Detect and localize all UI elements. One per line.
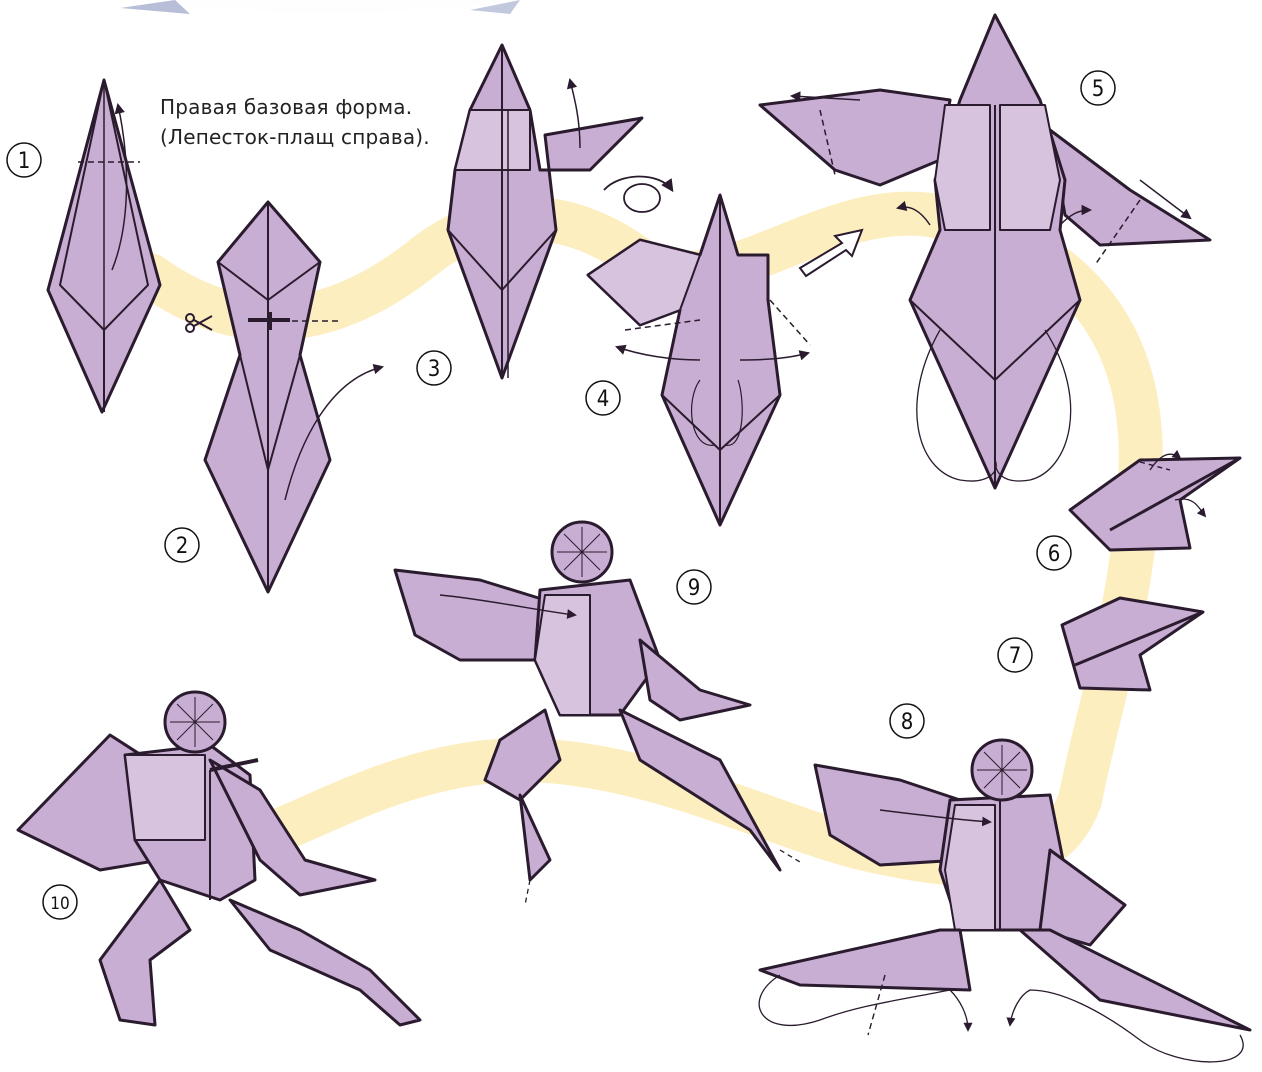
- base-form-caption: Правая базовая форма. (Лепесток-плащ спр…: [160, 92, 430, 152]
- rotate-arrow-icon: [604, 177, 672, 213]
- step-number-7: 7: [998, 638, 1032, 672]
- step-number-10: 10: [43, 885, 77, 919]
- step-3-figure: [448, 45, 642, 378]
- step-8-head-rays: [977, 745, 1027, 795]
- step-10-head-rays: [170, 697, 220, 747]
- step-number-8: 8: [890, 704, 924, 738]
- step-6-figure: [1070, 454, 1240, 550]
- svg-text:4: 4: [597, 387, 610, 412]
- step-number-2: 2: [165, 528, 199, 562]
- caption-line-2: (Лепесток-плащ справа).: [160, 122, 430, 152]
- step-2-figure: [205, 202, 382, 592]
- step-number-5: 5: [1081, 71, 1115, 105]
- step-9-figure: [395, 522, 800, 905]
- caption-line-1: Правая базовая форма.: [160, 92, 430, 122]
- svg-text:1: 1: [18, 149, 31, 174]
- step-9-head-rays: [557, 527, 607, 577]
- step-10-figure: [18, 692, 420, 1025]
- step-8-figure: [759, 740, 1250, 1062]
- step-7-figure: [1062, 598, 1203, 690]
- step-number-9: 9: [677, 570, 711, 604]
- step-1-figure: [48, 80, 160, 412]
- step-number-6: 6: [1037, 536, 1071, 570]
- svg-text:10: 10: [50, 894, 69, 914]
- svg-text:6: 6: [1048, 542, 1061, 567]
- svg-text:8: 8: [901, 710, 914, 735]
- svg-text:2: 2: [176, 534, 189, 559]
- svg-text:3: 3: [428, 357, 441, 382]
- step-number-3: 3: [417, 351, 451, 385]
- step-number-1: 1: [7, 143, 41, 177]
- step-number-4: 4: [586, 381, 620, 415]
- svg-text:9: 9: [688, 576, 701, 601]
- svg-text:5: 5: [1092, 77, 1105, 102]
- svg-text:7: 7: [1009, 644, 1022, 669]
